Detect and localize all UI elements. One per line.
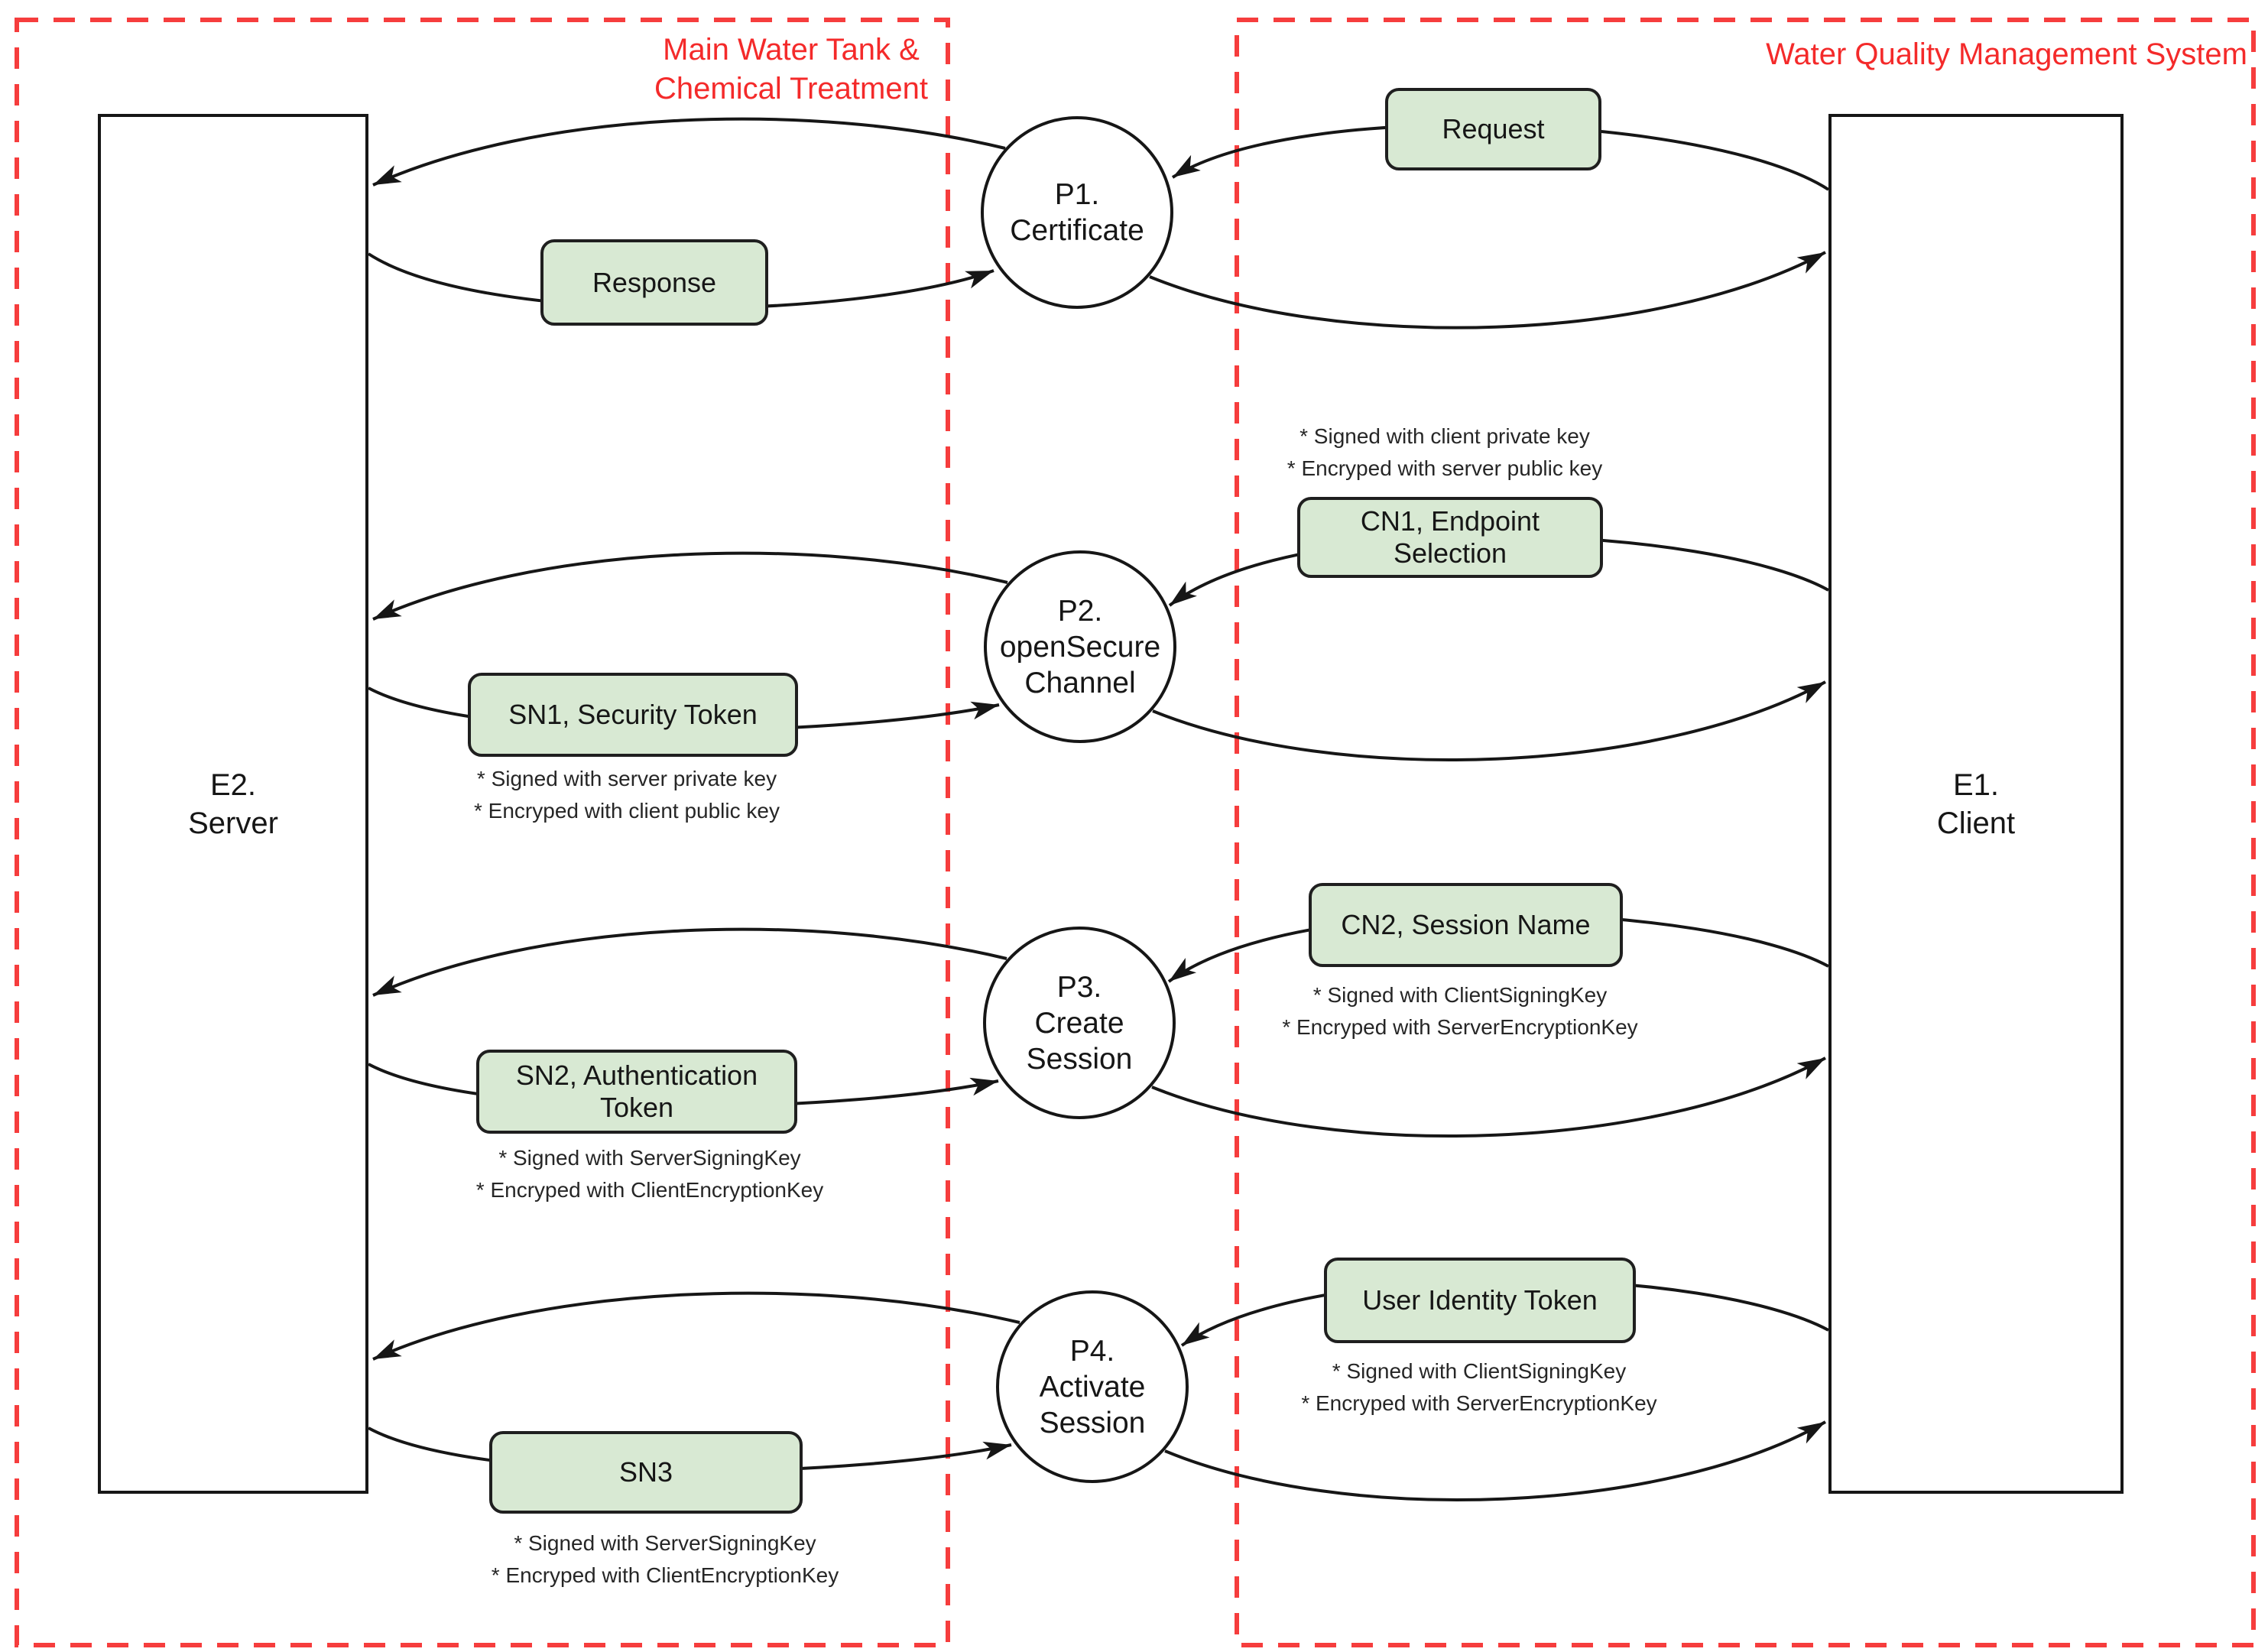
- annotation-sn3: * Signed with ServerSigningKey * Encrype…: [428, 1527, 902, 1592]
- arrow-p4-to-server: [372, 1291, 1020, 1361]
- message-request: Request: [1385, 88, 1601, 170]
- arrow-p3-to-server: [372, 927, 1007, 997]
- annotation-cn1-line2: * Encryped with server public key: [1286, 456, 1603, 480]
- annotation-cn1: * Signed with client private key * Encry…: [1215, 420, 1674, 485]
- annotation-sn2: * Signed with ServerSigningKey * Encrype…: [413, 1142, 887, 1206]
- annotation-sn3-line2: * Encryped with ClientEncryptionKey: [491, 1563, 839, 1587]
- entity-server: E2. Server: [98, 114, 368, 1494]
- process-p4-line3: Session: [1039, 1406, 1146, 1439]
- message-cn2-session-name: CN2, Session Name: [1309, 883, 1623, 967]
- annotation-sn1-line2: * Encryped with client public key: [474, 799, 780, 823]
- arrow-p4-to-client: [1164, 1420, 1826, 1501]
- annotation-sn1: * Signed with server private key * Encry…: [397, 763, 856, 827]
- process-p4-line1: P4.: [1069, 1334, 1115, 1368]
- boundary-left-label-line1: Main Water Tank &: [663, 33, 920, 67]
- arrow-p1-to-client: [1149, 251, 1826, 329]
- message-sn1-security-token: SN1, Security Token: [468, 673, 798, 757]
- message-sn2-authentication-token: SN2, Authentication Token: [476, 1050, 797, 1134]
- process-p2-line1: P2.: [1057, 594, 1103, 628]
- entity-client-label-line2: Client: [1936, 806, 2016, 840]
- boundary-right-label: Water Quality Management System: [1766, 37, 2247, 71]
- message-sn3: SN3: [489, 1431, 803, 1514]
- process-p4: P4. Activate Session: [996, 1290, 1189, 1483]
- annotation-cn2: * Signed with ClientSigningKey * Encrype…: [1223, 979, 1697, 1043]
- process-p1-line1: P1.: [1054, 178, 1100, 211]
- arrow-p2-to-server: [372, 551, 1008, 621]
- process-p1-line2: Certificate: [1010, 214, 1144, 247]
- process-p1: P1. Certificate: [981, 116, 1173, 309]
- boundary-left-label-line2: Chemical Treatment: [654, 72, 928, 105]
- annotation-sn1-line1: * Signed with server private key: [476, 767, 777, 790]
- entity-server-label-line1: E2.: [209, 768, 257, 802]
- boundary-left: [15, 18, 950, 1647]
- process-p2: P2. openSecure Channel: [984, 550, 1176, 743]
- annotation-uit-line1: * Signed with ClientSigningKey: [1332, 1359, 1627, 1383]
- annotation-sn2-line1: * Signed with ServerSigningKey: [498, 1146, 801, 1170]
- message-user-identity-token: User Identity Token: [1324, 1258, 1636, 1343]
- entity-client: E1. Client: [1828, 114, 2124, 1494]
- entity-server-label-line2: Server: [188, 806, 278, 840]
- boundary-left-label: Main Water Tank & Chemical Treatment: [634, 31, 948, 109]
- process-p4-line2: Activate: [1039, 1370, 1146, 1404]
- message-response: Response: [540, 239, 768, 326]
- process-p3-line3: Session: [1026, 1042, 1133, 1076]
- annotation-sn2-line2: * Encryped with ClientEncryptionKey: [475, 1178, 824, 1202]
- annotation-cn1-line1: * Signed with client private key: [1299, 424, 1590, 448]
- process-p3-line2: Create: [1034, 1006, 1124, 1040]
- arrow-p1-to-server: [372, 117, 1006, 187]
- arrow-p2-to-client: [1152, 680, 1826, 761]
- process-p2-line3: Channel: [1024, 666, 1136, 699]
- entity-client-label-line1: E1.: [1952, 768, 2000, 802]
- annotation-cn2-line2: * Encryped with ServerEncryptionKey: [1282, 1015, 1638, 1039]
- arrow-p3-to-client: [1151, 1056, 1826, 1138]
- annotation-sn3-line1: * Signed with ServerSigningKey: [514, 1531, 816, 1555]
- process-p3: P3. Create Session: [983, 927, 1176, 1119]
- process-p3-line1: P3.: [1056, 970, 1102, 1004]
- annotation-cn2-line1: * Signed with ClientSigningKey: [1312, 983, 1608, 1007]
- process-p2-line2: openSecure: [999, 630, 1161, 664]
- annotation-uit-line2: * Encryped with ServerEncryptionKey: [1301, 1391, 1657, 1415]
- message-cn1-endpoint-selection: CN1, Endpoint Selection: [1297, 497, 1603, 578]
- annotation-uit: * Signed with ClientSigningKey * Encrype…: [1235, 1355, 1724, 1420]
